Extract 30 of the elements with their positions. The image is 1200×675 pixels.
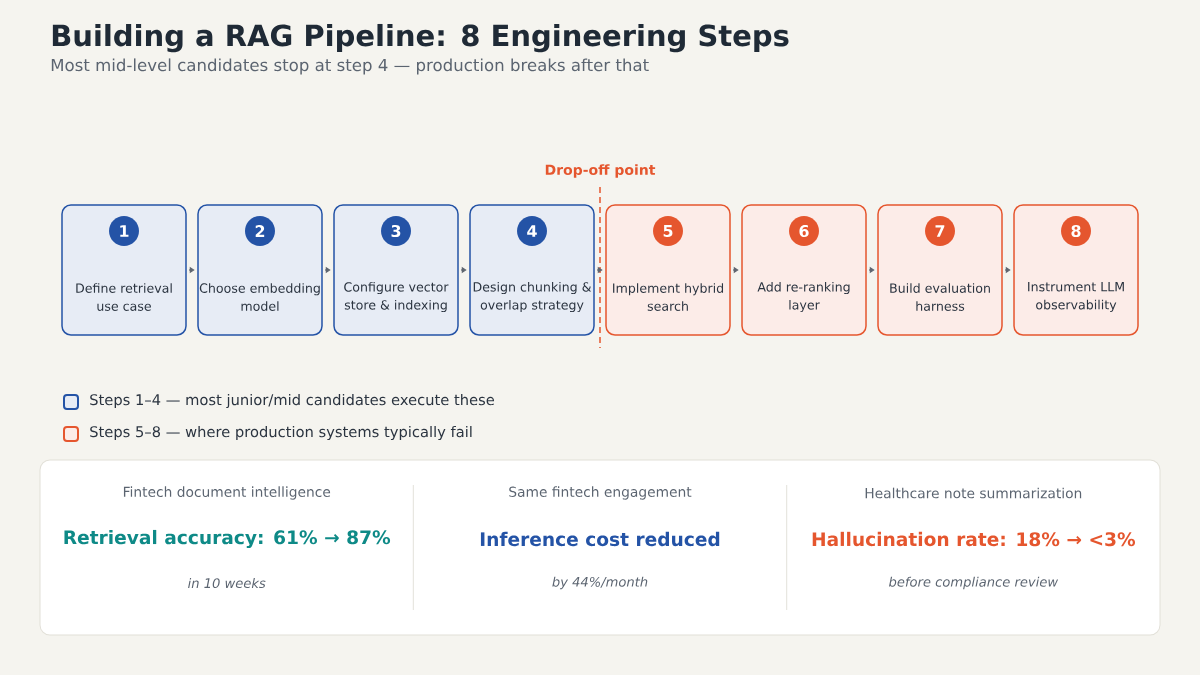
number-badge: 8 (1061, 216, 1091, 246)
case-label: Same fintech engagement (509, 486, 692, 500)
step-label: Instrument LLM observability (1028, 282, 1124, 312)
step-label: Define retrieval use case (76, 283, 172, 311)
step-label: Add re-ranking layer (757, 281, 850, 313)
legend-text: Steps 5–8 — where production systems typically fail (90, 425, 472, 441)
step-label: Design chunking & overlap strategy (473, 281, 592, 313)
number-badge: 7 (925, 216, 955, 246)
number-badge: 4 (517, 216, 547, 246)
number-badge: 5 (653, 216, 683, 246)
metric-value: Inference cost reduced (480, 531, 720, 547)
step-label: Implement hybrid search (613, 283, 723, 311)
metric-value: Hallucination rate: 18% → <3% (812, 531, 1136, 547)
step-label: Choose embedding model (199, 283, 320, 311)
legend-text: Steps 1–4 — most junior/mid candidates execute these (90, 393, 495, 409)
metric-value: Retrieval accuracy: 61% → 87% (64, 529, 391, 549)
subtitle: Most mid-level candidates stop at step 4 — production breaks after that (51, 58, 649, 75)
number-badge: 2 (245, 216, 275, 246)
case-label: Fintech document intelligence (123, 486, 331, 500)
metric-note: before compliance review (889, 576, 1059, 590)
drop-off-label: Drop-off point (545, 164, 656, 178)
case-label: Healthcare note summarization (865, 487, 1082, 499)
step-label: Build evaluation harness (890, 283, 990, 311)
number-badge: 1 (109, 216, 139, 246)
metric-note: by 44%/month (552, 576, 648, 590)
number-badge: 3 (381, 216, 411, 246)
title: Building a RAG Pipeline: 8 Engineering Steps (52, 23, 789, 53)
number-badge: 6 (789, 216, 819, 246)
metric-note: in 10 weeks (188, 577, 266, 589)
step-label: Configure vector store & indexing (344, 281, 449, 313)
